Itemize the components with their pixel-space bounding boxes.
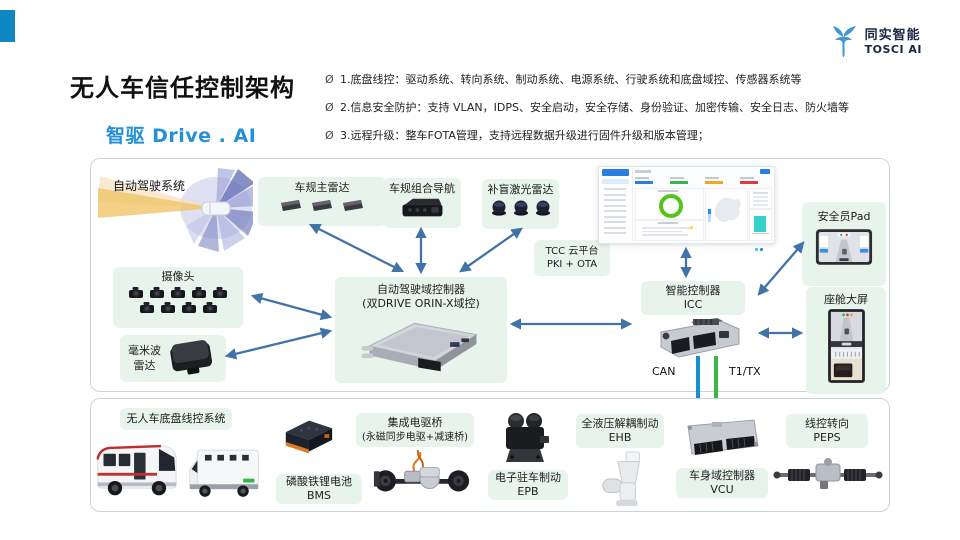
bullet-marker: Ø (325, 129, 334, 142)
cloud-dashboard-screenshot (598, 166, 775, 251)
node-blind-lidar: 补盲激光雷达 (482, 179, 559, 229)
label-ehb: 全液压解耦制动 EHB (576, 414, 664, 448)
page-title: 无人车信任控制架构 (70, 74, 295, 102)
node-adc: 自动驾驶域控制器 (双DRIVE ORIN-X域控) (335, 277, 507, 383)
dashboard-donut-card (635, 188, 704, 231)
dashboard-barchart-card (635, 220, 704, 241)
dashboard-header-chip (760, 169, 770, 174)
label-vcu: 车身域控制器 VCU (676, 468, 768, 498)
logo-text-cn: 同实智能 (864, 28, 921, 44)
node-icc: 智能控制器 ICC (641, 281, 745, 315)
label-epb: 电子驻车制动 EPB (488, 470, 568, 500)
bullet-marker: Ø (325, 73, 334, 86)
adc-controller-icon (359, 314, 483, 380)
steering-rack-image (772, 456, 884, 498)
node-mmwave-radar: 毫米波 雷达 (120, 335, 226, 382)
battery-pack-image (280, 416, 336, 462)
logo-text-en: TOSCI AI (864, 43, 922, 57)
label-battery-bms: 磷酸铁锂电池 BMS (276, 474, 362, 504)
lidar-puck-icons (490, 199, 552, 217)
minibus-image (92, 438, 180, 504)
node-nav: 车规组合导航 (383, 178, 461, 228)
dashboard-header-bar (635, 170, 651, 173)
camera-icons-row2 (139, 301, 218, 314)
node-cameras: 摄像头 (113, 267, 243, 328)
cabin-screen-icon (827, 309, 865, 387)
dashboard-table-card (749, 188, 772, 209)
company-logo: 同实智能 TOSCI AI (831, 24, 922, 62)
radar-sensor-icons (279, 198, 365, 212)
camera-icons-row1 (128, 286, 228, 299)
label-eaxle: 集成电驱桥 (永磁同步电驱+减速桥) (356, 413, 474, 447)
bullet-marker: Ø (325, 101, 334, 114)
accent-bar (0, 10, 15, 42)
node-cabin-screen: 座舱大屏 (806, 287, 886, 394)
delivery-van-image (184, 444, 264, 504)
gps-module-icon (397, 196, 447, 226)
vcu-image (678, 416, 764, 468)
page-subtitle: 智驱 Drive . AI (106, 125, 257, 147)
mmwave-radar-icon (165, 335, 217, 381)
dashboard-teal-chart-card (749, 209, 772, 251)
chassis-title: 无人车底盘线控系统 (120, 408, 232, 430)
epb-image (500, 410, 550, 470)
sensor-fan-image (98, 166, 258, 258)
node-tcc-cloud: TCC 云平台 PKI + OTA (534, 240, 610, 276)
tosci-logo-icon (831, 24, 858, 62)
safety-pad-icon (815, 228, 873, 270)
can-bus-line (696, 356, 700, 418)
icc-ecu-icon (653, 314, 745, 368)
t1tx-bus-line (714, 356, 718, 418)
node-safety-pad: 安全员Pad (802, 202, 886, 286)
ehb-image (596, 450, 650, 512)
label-peps: 线控转向 PEPS (786, 414, 868, 448)
eaxle-image (372, 449, 472, 510)
t1tx-label: T1/TX (729, 365, 761, 378)
can-label: CAN (652, 365, 676, 378)
ads-system-label: 自动驾驶系统 (113, 179, 186, 193)
dashboard-sidebar (599, 167, 633, 241)
node-main-radar: 车规主雷达 (258, 177, 386, 226)
dashboard-map-card (705, 188, 748, 241)
